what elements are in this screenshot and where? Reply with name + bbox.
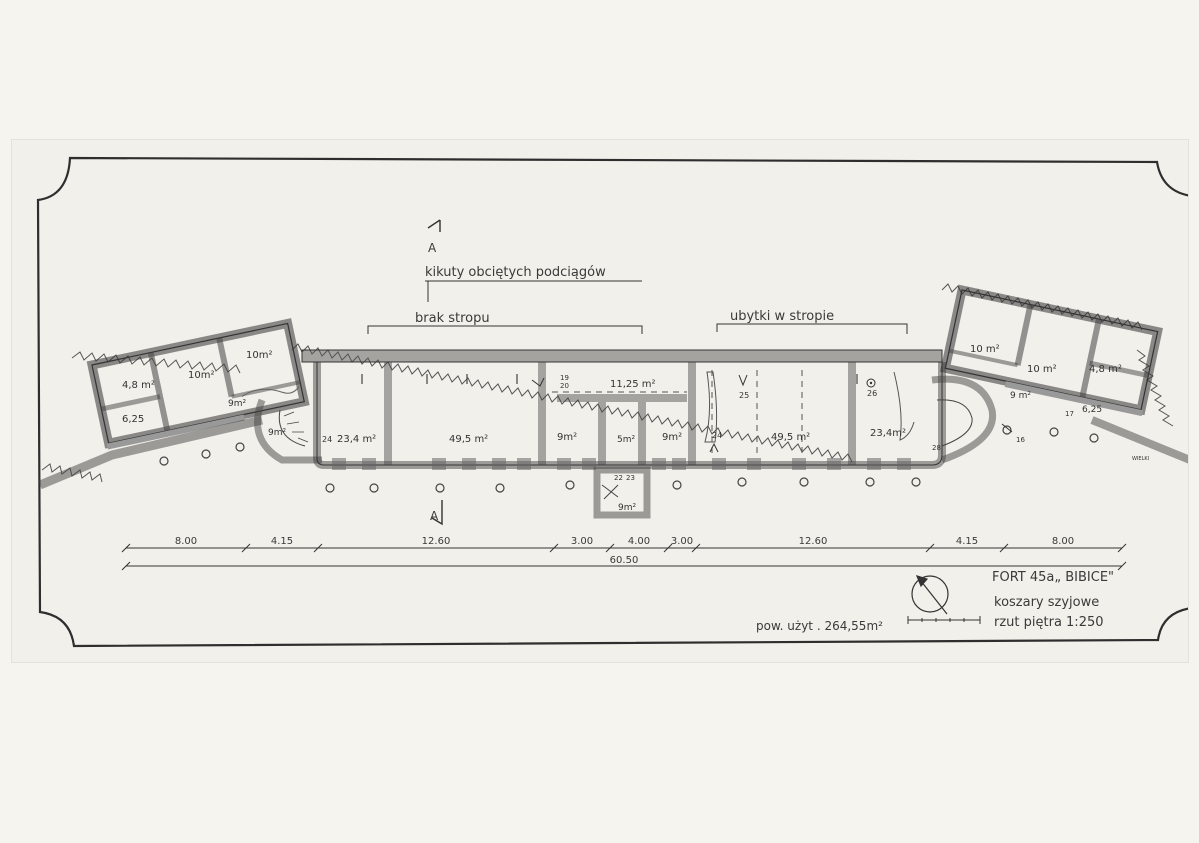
title-plan: rzut piętra 1:250 (994, 615, 1104, 630)
room-left-48: 4,8 m² (122, 380, 155, 391)
dimension-tick (1117, 561, 1127, 571)
room-left-625: 6,25 (122, 414, 144, 425)
fort-floor-plan: 4,8 m² 10m² 10m² 6,25 9m² 9m² (36, 156, 1188, 648)
author-signature: WIELKI (1132, 456, 1149, 462)
dimension-segment-label: 8.00 (1052, 536, 1074, 547)
title-fort: FORT 45a„ BIBICE" (992, 570, 1114, 585)
left-wing (86, 318, 310, 450)
note-brak-stropu: brak stropu (415, 311, 490, 326)
right-approach-wall (1090, 416, 1188, 464)
marker-24a: 24 (322, 435, 332, 444)
left-approach-wall (38, 415, 264, 490)
dimension-tick (549, 543, 559, 553)
dimension-segment-label: 4.15 (271, 536, 293, 547)
title-block: FORT 45a„ BIBICE" koszary szyjowe rzut p… (756, 570, 1114, 633)
note-kikuty: kikuty obciętych podciągów (425, 265, 606, 280)
room-left-9b: 9m² (268, 428, 286, 438)
marker-23: 23 (626, 474, 635, 482)
room-234-right: 23,4m² (870, 428, 906, 439)
dimension-segment-label: 4.15 (956, 536, 978, 547)
main-block (301, 349, 946, 519)
dimension-tick (121, 543, 131, 553)
marker-17: 17 (1065, 410, 1074, 418)
marker-19: 19 (560, 374, 569, 382)
dimension-tick (691, 543, 701, 553)
room-495-left: 49,5 m² (449, 434, 488, 445)
north-arrow (911, 575, 949, 615)
room-left-10b: 10m² (246, 350, 272, 361)
left-wing-rooms: 4,8 m² 10m² 10m² 6,25 9m² 9m² (122, 350, 286, 438)
room-right-9: 9 m² (1010, 391, 1031, 401)
dimension-tick (999, 543, 1009, 553)
dimension-lines: 8.00 4.15 12.60 3.00 4.00 3.00 12.60 4.15 8.00 60… (121, 536, 1127, 571)
main-rooms: 23,4 m² 49,5 m² 9m² 5m² 9m² 11,25 m² 49,… (337, 379, 906, 513)
annotations: A kikuty obciętych podciągów brak stropu… (367, 219, 908, 526)
drawing-sheet: 4,8 m² 10m² 10m² 6,25 9m² 9m² (12, 140, 1188, 662)
room-1125: 11,25 m² (610, 379, 656, 390)
dimension-tick (313, 543, 323, 553)
section-a-bottom: A (430, 509, 439, 523)
dimension-total-label: 60.50 (610, 555, 639, 566)
room-5: 5m² (617, 435, 635, 445)
dimension-segment-label: 4.00 (628, 536, 650, 547)
marker-22: 22 (614, 474, 623, 482)
dimension-segment-label: 12.60 (422, 536, 451, 547)
room-left-10a: 10m² (188, 370, 214, 381)
dimension-segment-label: 12.60 (799, 536, 828, 547)
dimension-tick (663, 543, 673, 553)
room-9-south: 9m² (618, 503, 636, 513)
room-495-right: 49,5 m² (771, 432, 810, 443)
room-9-a: 9m² (557, 432, 577, 443)
scale-bar (907, 616, 981, 624)
room-234-left: 23,4 m² (337, 434, 376, 445)
marker-25: 25 (739, 391, 749, 400)
dimension-segment-label: 3.00 (571, 536, 593, 547)
dimension-segment-label: 3.00 (671, 536, 693, 547)
room-right-10b: 10 m² (1027, 364, 1057, 375)
right-stair (931, 375, 997, 464)
usable-area: pow. użyt . 264,55m² (756, 619, 883, 633)
note-ubytki: ubytki w stropie (730, 309, 834, 324)
room-right-625: 6,25 (1082, 405, 1102, 415)
dimension-segment-label: 8.00 (175, 536, 197, 547)
left-stair (254, 398, 322, 464)
dimension-tick (121, 561, 131, 571)
dimension-tick (241, 543, 251, 553)
dimension-tick (1117, 543, 1127, 553)
marker-28: 28 (932, 444, 941, 452)
right-wing (940, 284, 1163, 417)
room-9-b: 9m² (662, 432, 682, 443)
section-a-top: A (428, 241, 437, 255)
marker-26: 26 (867, 389, 877, 398)
marker-24b: 24 (712, 431, 722, 440)
right-wing-rooms: 10 m² 10 m² 4,8 m² 9 m² 6,25 (970, 344, 1122, 415)
sheet-frame (36, 156, 1188, 648)
pier-markers (159, 425, 1099, 493)
dimension-tick (925, 543, 935, 553)
room-left-9a: 9m² (228, 399, 246, 409)
dimension-tick (605, 543, 615, 553)
room-right-48: 4,8 m² (1089, 364, 1122, 375)
marker-16: 16 (1016, 436, 1025, 444)
title-subtitle: koszary szyjowe (994, 595, 1099, 610)
photo-markers: 24 19 20 25 26 24 28 16 17 22 23 (322, 374, 1074, 482)
room-right-10a: 10 m² (970, 344, 1000, 355)
marker-20: 20 (560, 382, 569, 390)
